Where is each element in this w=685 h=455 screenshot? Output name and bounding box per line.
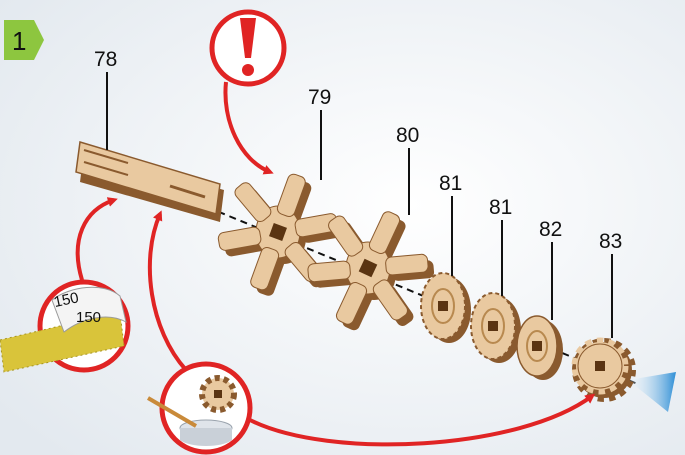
grit-label-main: 150 bbox=[76, 309, 101, 326]
exclamation-icon bbox=[212, 12, 284, 84]
part-label-81-first: 81 bbox=[439, 172, 462, 195]
part-label-83: 83 bbox=[599, 230, 622, 253]
part-label-79: 79 bbox=[308, 86, 331, 109]
part-label-78: 78 bbox=[94, 48, 117, 71]
part-label-82: 82 bbox=[539, 218, 562, 241]
step-number: 1 bbox=[12, 26, 26, 56]
part-label-80: 80 bbox=[396, 124, 419, 147]
part-83-small-gear bbox=[576, 342, 632, 398]
part-label-81-second: 81 bbox=[489, 196, 512, 219]
